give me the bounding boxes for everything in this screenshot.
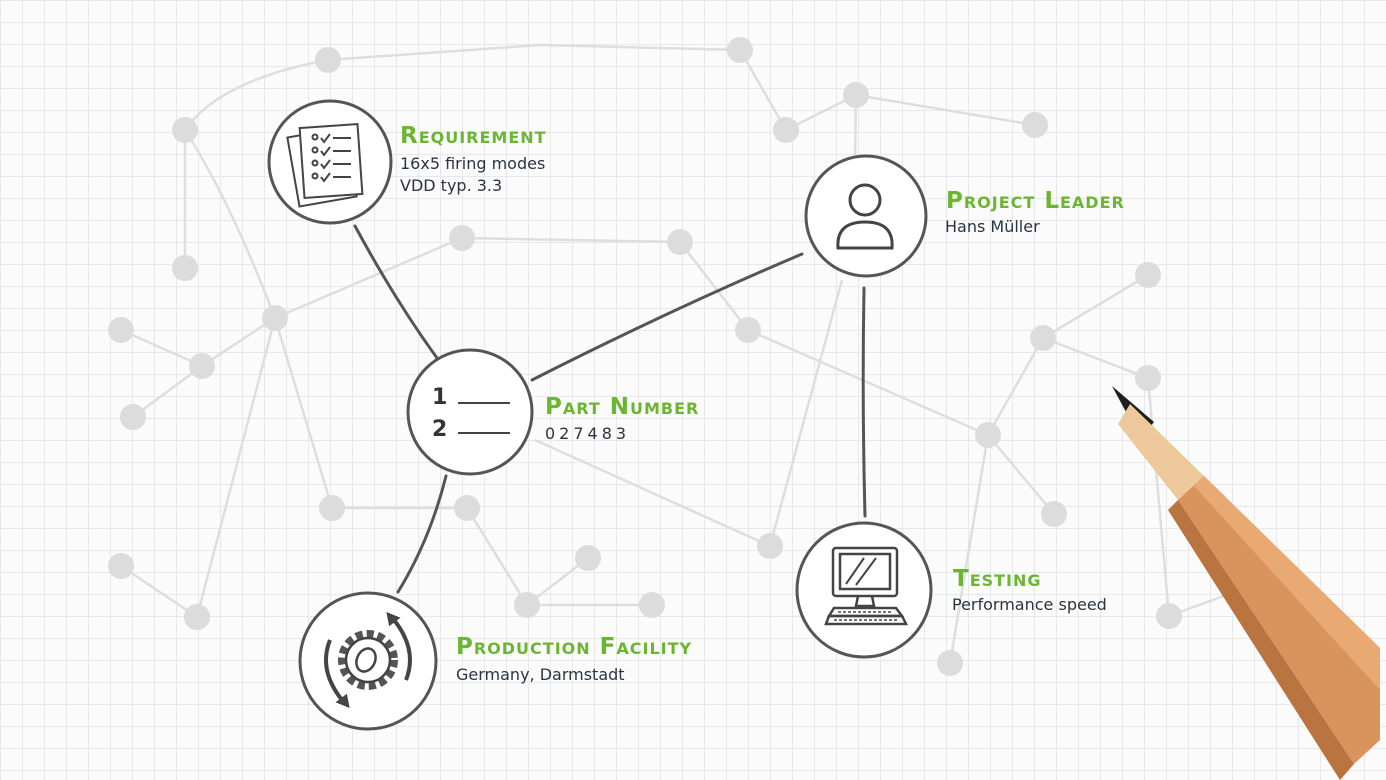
bg-node xyxy=(319,495,345,521)
bg-node xyxy=(1135,365,1161,391)
project-leader-title: Project Leader xyxy=(946,188,1125,214)
bg-node xyxy=(120,404,146,430)
bg-node xyxy=(108,317,134,343)
numbered-list-icon: 1 2 xyxy=(432,385,510,442)
testing-line-1: Performance speed xyxy=(952,595,1107,614)
node-production-facility: Production Facility Germany, Darmstadt xyxy=(298,591,692,731)
requirement-line-1: 16x5 firing modes xyxy=(400,154,545,173)
bg-node xyxy=(514,592,540,618)
bg-node xyxy=(773,117,799,143)
bg-node xyxy=(575,545,601,571)
bg-node xyxy=(843,82,869,108)
connector-leader-testing xyxy=(861,286,867,518)
computer-icon xyxy=(824,546,909,626)
connector-part-production xyxy=(396,474,448,594)
bg-node xyxy=(184,604,210,630)
bg-node xyxy=(1041,501,1067,527)
bg-node xyxy=(189,353,215,379)
testing-title: Testing xyxy=(953,566,1042,592)
bg-node xyxy=(667,229,693,255)
bg-node xyxy=(449,225,475,251)
gear-cycle-icon xyxy=(324,611,412,709)
bg-node xyxy=(454,495,480,521)
bg-node xyxy=(639,592,665,618)
bg-node xyxy=(172,255,198,281)
bg-node xyxy=(735,317,761,343)
checklist-icon xyxy=(286,122,364,208)
background-nodes xyxy=(108,37,1182,676)
node-project-leader: Project Leader Hans Müller xyxy=(804,154,1125,278)
bg-node xyxy=(1135,262,1161,288)
bg-node xyxy=(172,117,198,143)
production-facility-title: Production Facility xyxy=(456,634,692,660)
requirement-title: Requirement xyxy=(400,123,547,149)
bg-node xyxy=(1030,325,1056,351)
part-number-line-1: 027483 xyxy=(545,424,630,443)
bg-node xyxy=(315,47,341,73)
bg-node xyxy=(1022,112,1048,138)
production-facility-line-1: Germany, Darmstadt xyxy=(456,665,625,684)
bg-node xyxy=(262,305,288,331)
list-digit-2: 2 xyxy=(432,417,447,442)
node-part-number: 1 2 Part Number 027483 xyxy=(406,348,699,476)
connector-requirement-part xyxy=(353,224,439,360)
person-icon xyxy=(836,183,894,250)
list-digit-1: 1 xyxy=(432,385,447,410)
bg-node xyxy=(757,533,783,559)
part-number-circle xyxy=(406,348,534,476)
pencil-icon xyxy=(1112,386,1380,780)
bg-node xyxy=(727,37,753,63)
part-number-title: Part Number xyxy=(545,394,699,420)
bg-node xyxy=(1156,603,1182,629)
bg-node xyxy=(108,553,134,579)
main-connectors xyxy=(353,224,867,594)
node-testing: Testing Performance speed xyxy=(795,521,1107,659)
bg-node xyxy=(975,422,1001,448)
requirement-line-2: VDD typ. 3.3 xyxy=(400,176,502,195)
node-requirement: Requirement 16x5 firing modes VDD typ. 3… xyxy=(267,99,547,225)
project-leader-line-1: Hans Müller xyxy=(945,217,1040,236)
connector-part-leader xyxy=(530,252,804,382)
bg-node xyxy=(937,650,963,676)
